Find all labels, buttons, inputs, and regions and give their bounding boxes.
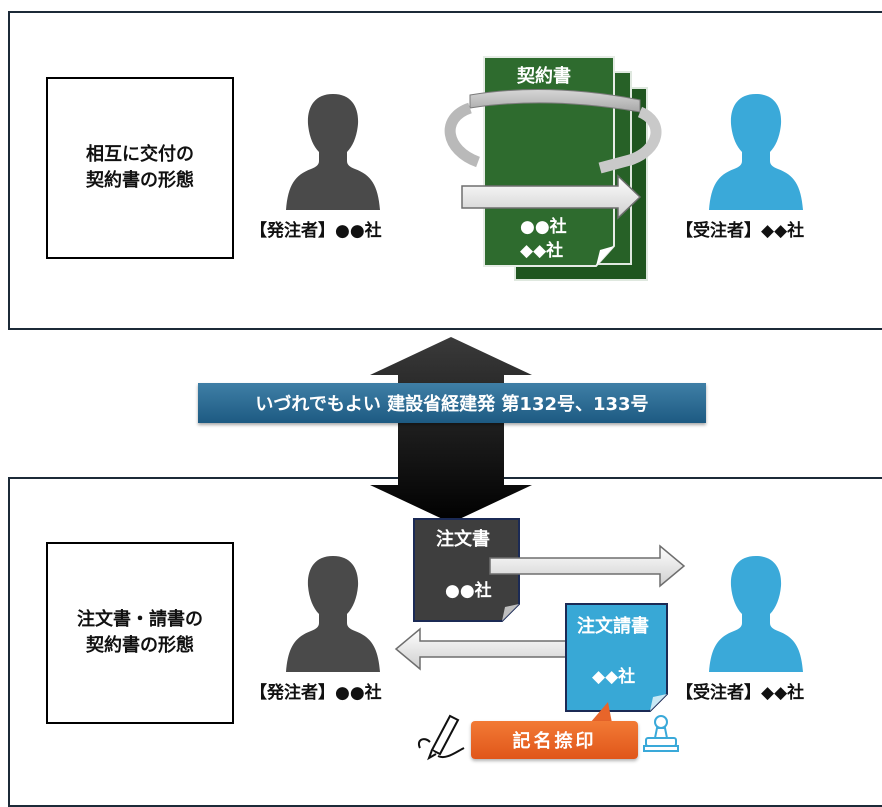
acceptance-document-icon [565,603,668,712]
acceptance-doc-party: ◆◆社 [592,667,636,687]
orderer-person-icon [286,94,380,210]
contract-doc-party-2: ◆◆社 [520,241,564,261]
label-line-2: 契約書の形態 [86,170,194,191]
exchange-cycle-arrow-icon [444,89,662,220]
contractor-label-bottom: 【受注者】◆◆社 [676,683,805,703]
order-send-arrow-icon [489,544,686,588]
contractor-person-icon-bottom [709,556,803,672]
seal-pointer [590,702,612,723]
contractor-label: 【受注者】◆◆社 [676,221,805,241]
label-line-1: 相互に交付の [86,144,194,165]
label-line-2: 契約書の形態 [86,635,194,656]
orderer-person-icon-bottom [286,556,380,672]
order-document-icon [413,518,520,622]
contractor-person-icon [709,94,803,210]
contract-doc-party-1: ●●社 [520,217,567,237]
either-is-fine-banner: いづれでもよい 建設省経建発 第132号、133号 [198,383,706,423]
seal-label: 記名捺印 [512,731,597,752]
label-line-1: 注文書・請書の [77,609,203,630]
orderer-label: 【発注者】●●社 [250,221,382,241]
stamp-icon [643,715,679,752]
seal-signature-badge: 記名捺印 [471,721,638,759]
mutual-exchange-label-box: 相互に交付の 契約書の形態 [46,77,234,259]
contract-doc-title: 契約書 [517,66,571,87]
order-acceptance-label-box: 注文書・請書の 契約書の形態 [46,542,234,724]
acceptance-return-arrow-icon [394,627,571,671]
banner-text: いづれでもよい 建設省経建発 第132号、133号 [255,394,649,415]
contract-document-icon [483,56,648,281]
orderer-label-bottom: 【発注者】●●社 [250,683,382,703]
order-doc-title: 注文書 [436,529,490,550]
order-doc-party: ●●社 [445,581,492,601]
acceptance-doc-title: 注文請書 [577,616,649,637]
either-is-fine-double-arrow-icon [370,337,532,523]
pen-signing-icon [418,714,465,761]
